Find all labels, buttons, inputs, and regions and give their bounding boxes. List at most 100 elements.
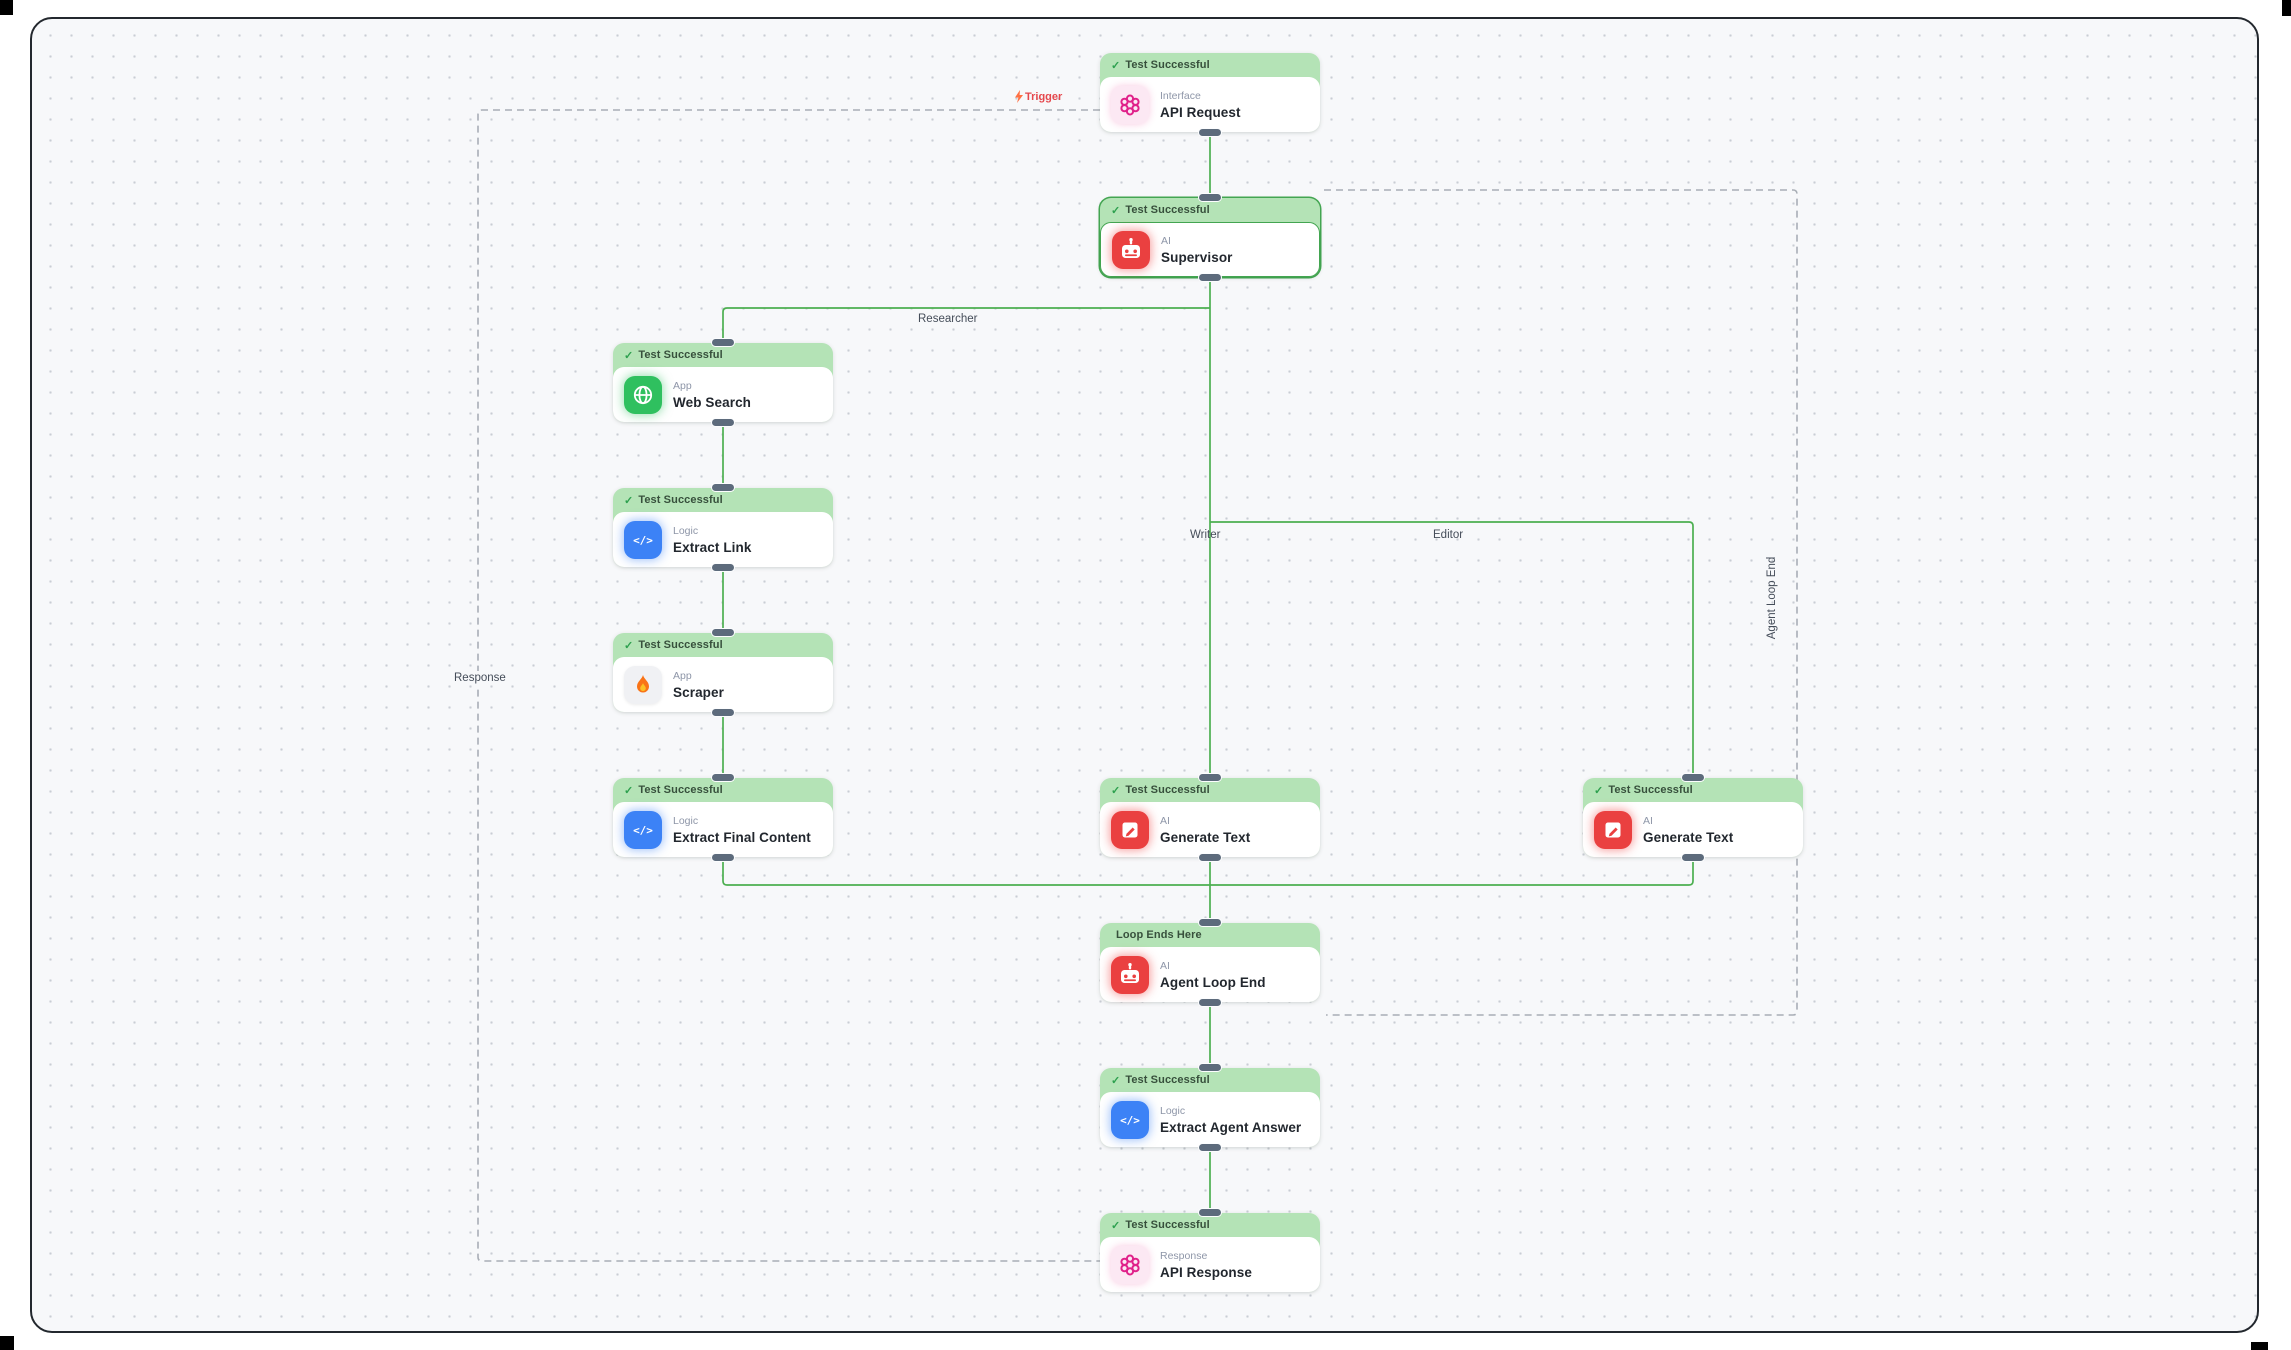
node-title: Web Search bbox=[673, 394, 752, 410]
node-type: Logic bbox=[1160, 1104, 1186, 1117]
status-text: Test Successful bbox=[638, 784, 723, 796]
node-card[interactable]: Interface API Request bbox=[1100, 77, 1320, 132]
node-card[interactable]: App Scraper bbox=[613, 657, 833, 712]
node-type: Logic bbox=[673, 524, 699, 537]
robot-icon bbox=[1112, 230, 1150, 269]
lightning-icon bbox=[1015, 90, 1023, 103]
node-card[interactable]: </> Logic Extract Final Content bbox=[613, 802, 833, 857]
status-text: Test Successful bbox=[638, 494, 723, 506]
edge-label-writer: Writer bbox=[1190, 529, 1221, 541]
edge-editor-loopend[interactable] bbox=[1210, 857, 1694, 886]
status-text: Test Successful bbox=[1608, 784, 1693, 796]
status-text: Test Successful bbox=[1125, 1219, 1210, 1231]
status-badge: ✓ Test Successful bbox=[613, 343, 833, 367]
status-badge: ✓ Test Successful bbox=[1100, 1068, 1320, 1092]
node-title: Generate Text bbox=[1160, 829, 1251, 845]
target-handle[interactable] bbox=[1199, 919, 1221, 926]
node-generate-text-writer[interactable]: ✓ Test Successful AI Generate Text bbox=[1100, 774, 1320, 861]
target-handle[interactable] bbox=[1199, 194, 1221, 201]
source-handle[interactable] bbox=[712, 709, 734, 716]
node-type: Logic bbox=[673, 814, 699, 827]
write-icon bbox=[1594, 810, 1632, 849]
source-handle[interactable] bbox=[1199, 999, 1221, 1006]
edge-label-trigger: Trigger bbox=[1014, 90, 1062, 103]
node-type: Response bbox=[1160, 1249, 1208, 1262]
status-text: Test Successful bbox=[1125, 1074, 1210, 1086]
status-text: Loop Ends Here bbox=[1116, 929, 1202, 941]
node-card[interactable]: AI Generate Text bbox=[1583, 802, 1803, 857]
source-handle[interactable] bbox=[712, 854, 734, 861]
target-handle[interactable] bbox=[712, 484, 734, 491]
edge-label-response: Response bbox=[450, 671, 510, 685]
node-title: Extract Link bbox=[673, 539, 752, 555]
node-card[interactable]: Response API Response bbox=[1100, 1237, 1320, 1292]
node-card[interactable]: AI Agent Loop End bbox=[1100, 947, 1320, 1002]
node-api-response[interactable]: ✓ Test Successful Response API Response bbox=[1100, 1209, 1320, 1292]
node-type: AI bbox=[1643, 814, 1653, 827]
node-supervisor[interactable]: ✓ Test Successful AI Supervisor bbox=[1100, 194, 1320, 281]
node-title: Extract Final Content bbox=[673, 829, 811, 845]
target-handle[interactable] bbox=[712, 339, 734, 346]
node-extract-agent-answer[interactable]: ✓ Test Successful </> Logic Extract Agen… bbox=[1100, 1064, 1320, 1151]
status-badge: ✓ Test Successful bbox=[1583, 778, 1803, 802]
node-title: Extract Agent Answer bbox=[1160, 1119, 1302, 1135]
node-type: App bbox=[673, 669, 692, 682]
node-title: API Response bbox=[1160, 1264, 1252, 1280]
check-icon: ✓ bbox=[624, 494, 634, 507]
source-handle[interactable] bbox=[1199, 1144, 1221, 1151]
node-extract-link[interactable]: ✓ Test Successful </> Logic Extract Link bbox=[613, 484, 833, 571]
node-api-request[interactable]: ✓ Test Successful Interface API Request bbox=[1100, 53, 1320, 136]
target-handle[interactable] bbox=[712, 629, 734, 636]
node-type: AI bbox=[1161, 234, 1171, 247]
target-handle[interactable] bbox=[1199, 1209, 1221, 1216]
node-generate-text-editor[interactable]: ✓ Test Successful AI Generate Text bbox=[1583, 774, 1803, 861]
source-handle[interactable] bbox=[1199, 854, 1221, 861]
flower-icon bbox=[1111, 85, 1149, 124]
source-handle[interactable] bbox=[1682, 854, 1704, 861]
source-handle[interactable] bbox=[712, 419, 734, 426]
edge-supervisor-editor[interactable] bbox=[1210, 521, 1694, 778]
edge-extractfinal-loopend[interactable] bbox=[722, 857, 1210, 886]
node-title: Generate Text bbox=[1643, 829, 1734, 845]
node-card[interactable]: App Web Search bbox=[613, 367, 833, 422]
node-card[interactable]: AI Supervisor bbox=[1100, 222, 1320, 277]
edge-supervisor-researcher[interactable] bbox=[722, 307, 1210, 343]
check-icon: ✓ bbox=[1111, 59, 1121, 72]
source-handle[interactable] bbox=[712, 564, 734, 571]
svg-text:</>: </> bbox=[1120, 1114, 1140, 1127]
status-text: Test Successful bbox=[1125, 784, 1210, 796]
check-icon: ✓ bbox=[1111, 1074, 1121, 1087]
node-card[interactable]: </> Logic Extract Agent Answer bbox=[1100, 1092, 1320, 1147]
code-icon: </> bbox=[624, 810, 662, 849]
check-icon: ✓ bbox=[624, 639, 634, 652]
code-icon: </> bbox=[1111, 1100, 1149, 1139]
capture-mark-bottom-right bbox=[2251, 1342, 2268, 1350]
status-text: Test Successful bbox=[638, 349, 723, 361]
capture-mark-top-left bbox=[0, 0, 13, 15]
source-handle[interactable] bbox=[1199, 274, 1221, 281]
node-type: App bbox=[673, 379, 692, 392]
node-web-search[interactable]: ✓ Test Successful App Web Search bbox=[613, 339, 833, 426]
svg-text:</>: </> bbox=[633, 534, 653, 547]
target-handle[interactable] bbox=[712, 774, 734, 781]
node-card[interactable]: </> Logic Extract Link bbox=[613, 512, 833, 567]
source-handle[interactable] bbox=[1199, 129, 1221, 136]
status-text: Test Successful bbox=[638, 639, 723, 651]
status-text: Test Successful bbox=[1125, 59, 1210, 71]
target-handle[interactable] bbox=[1199, 774, 1221, 781]
node-agent-loop-end[interactable]: Loop Ends Here AI Agent Loop End bbox=[1100, 919, 1320, 1006]
target-handle[interactable] bbox=[1682, 774, 1704, 781]
edge-agent-loop[interactable] bbox=[1324, 189, 1798, 1016]
check-icon: ✓ bbox=[624, 784, 634, 797]
node-card[interactable]: AI Generate Text bbox=[1100, 802, 1320, 857]
status-badge: ✓ Test Successful bbox=[1100, 778, 1320, 802]
node-extract-final-content[interactable]: ✓ Test Successful </> Logic Extract Fina… bbox=[613, 774, 833, 861]
check-icon: ✓ bbox=[1111, 1219, 1121, 1232]
target-handle[interactable] bbox=[1199, 1064, 1221, 1071]
check-icon: ✓ bbox=[1111, 784, 1121, 797]
node-title: Scraper bbox=[673, 684, 724, 700]
flame-icon bbox=[624, 665, 662, 704]
node-scraper[interactable]: ✓ Test Successful App Scraper bbox=[613, 629, 833, 716]
